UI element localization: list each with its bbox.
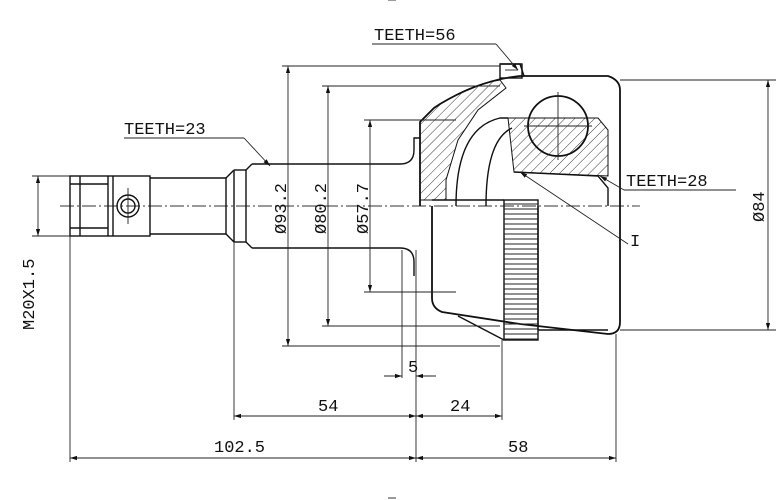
diameter-57-label: Ø57.7 (355, 183, 374, 234)
dimension-58-label: 58 (508, 439, 528, 458)
diameter-84-label: Ø84 (751, 191, 770, 222)
leader-lines (124, 43, 736, 245)
diameter-93-label: Ø93.2 (273, 183, 292, 234)
lower-housing-body (432, 199, 608, 341)
ball (524, 92, 592, 160)
dimension-102-label: 102.5 (214, 439, 265, 458)
threaded-shaft-end (69, 175, 151, 237)
outer-housing (419, 63, 621, 335)
dimension-5-label: 5 (408, 359, 418, 378)
inner-race (455, 117, 609, 207)
dimension-24-label: 24 (450, 398, 470, 417)
thread-label: M20X1.5 (21, 259, 40, 330)
diameter-80-label: Ø80.2 (313, 183, 332, 234)
detail-mark-label: I (630, 233, 640, 252)
shaft-body (150, 137, 420, 276)
dimension-54-label: 54 (318, 398, 338, 417)
teeth-outer-label: TEETH=56 (374, 27, 456, 46)
teeth-shaft-label: TEETH=23 (124, 121, 206, 140)
abs-tone-ring (503, 199, 539, 341)
diameter-dimension-lines (32, 65, 776, 347)
length-dimension-lines (69, 236, 617, 462)
teeth-inner-label: TEETH=28 (626, 173, 708, 192)
